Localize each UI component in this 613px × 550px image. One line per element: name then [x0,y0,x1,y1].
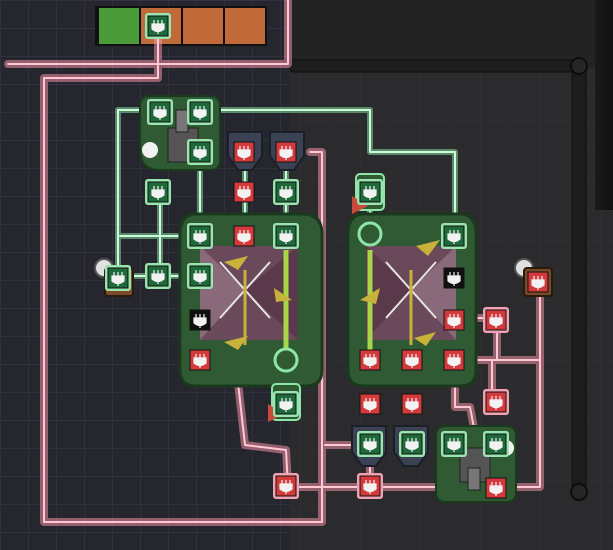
automation-port-icon[interactable] [233,225,255,247]
automation-port-icon[interactable] [357,179,383,205]
automation-port-icon[interactable] [187,223,213,249]
automation-port-icon[interactable] [357,431,383,457]
power-segment-4 [225,8,265,44]
chamber-gear-icon [360,240,440,346]
automation-port-icon[interactable] [105,265,131,291]
automation-port-icon[interactable] [145,179,171,205]
automation-port-icon[interactable] [273,473,299,499]
automation-port-icon[interactable] [401,349,423,371]
automation-port-icon[interactable] [189,309,211,331]
automation-port-icon[interactable] [483,431,509,457]
power-segment-3 [183,8,223,44]
automation-port-icon[interactable] [273,223,299,249]
automation-port-icon[interactable] [443,267,465,289]
automation-port-icon[interactable] [189,349,211,371]
automation-port-icon[interactable] [273,391,299,417]
chamber-gear-icon [224,256,292,350]
automation-port-icon[interactable] [483,307,509,333]
automation-port-icon[interactable] [443,349,465,371]
automation-port-icon[interactable] [147,99,173,125]
automation-port-icon[interactable] [357,473,383,499]
automation-port-icon[interactable] [273,179,299,205]
automation-port-icon[interactable] [483,389,509,415]
automation-port-icon[interactable] [401,393,423,415]
ceiling-area [290,0,613,68]
power-segment-1 [99,8,139,44]
automation-port-icon[interactable] [187,139,213,165]
automation-port-icon[interactable] [441,223,467,249]
automation-port-icon[interactable] [359,349,381,371]
automation-port-icon[interactable] [233,141,255,163]
automation-ports[interactable] [105,13,549,499]
power-status-bar[interactable] [95,6,267,46]
pressure-chamber-left[interactable] [178,212,324,388]
automation-port-icon[interactable] [145,263,171,289]
automation-port-icon[interactable] [399,431,425,457]
automation-port-icon[interactable] [187,99,213,125]
wall-pipe [289,0,613,501]
automation-port-icon[interactable] [187,263,213,289]
automation-port-icon[interactable] [275,141,297,163]
automation-port-icon[interactable] [485,477,507,499]
automation-port-icon[interactable] [527,271,549,293]
automation-port-icon[interactable] [443,309,465,331]
automation-port-icon[interactable] [233,181,255,203]
automation-port-icon[interactable] [145,13,171,39]
wire-junctions [273,221,383,373]
automation-port-icon[interactable] [359,393,381,415]
automation-port-icon[interactable] [441,431,467,457]
